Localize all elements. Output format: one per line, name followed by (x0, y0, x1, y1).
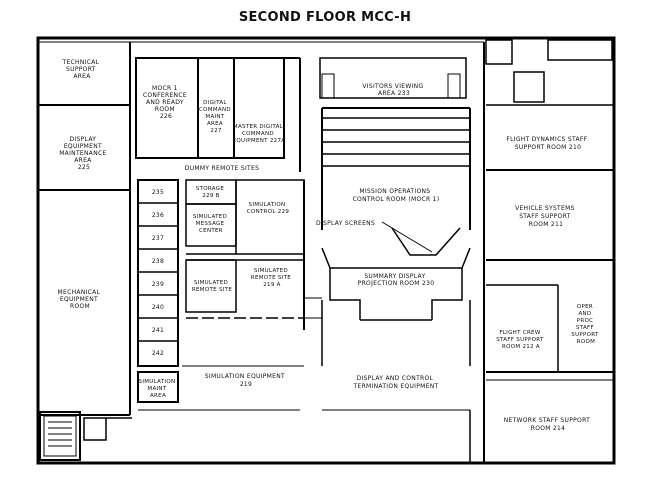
label-mocr1-conference: MOCR 1 CONFERENCE AND READY ROOM 226 (143, 85, 189, 120)
outer-walls (36, 36, 616, 465)
label-simulation-maint: SIMULATION MAINT AREA (139, 379, 178, 399)
label-display-maintenance: DISPLAY EQUIPMENT MAINTENANCE AREA 225 (59, 136, 109, 171)
label-room-241: 241 (152, 327, 164, 334)
small-rooms-walls (137, 179, 179, 367)
right-wing-walls (483, 39, 614, 463)
left-wing-walls (38, 42, 131, 416)
label-simulated-message-center: SIMULATED MESSAGE CENTER (193, 214, 229, 234)
floor-plan-title: SECOND FLOOR MCC-H (238, 10, 412, 25)
label-master-digital-command: MASTER DIGITAL COMMAND EQUIPMENT 227A (233, 124, 286, 144)
label-visitors-viewing: VISITORS VIEWING AREA 233 (362, 83, 425, 97)
label-summary-display: SUMMARY DISPLAY PROJECTION ROOM 230 (358, 273, 435, 287)
label-oper-proc-staff: OPER AND PROC STAFF SUPPORT ROOM (571, 304, 600, 345)
label-simulated-remote-site: SIMULATED REMOTE SITE (192, 280, 232, 293)
label-vehicle-systems: VEHICLE SYSTEMS STAFF SUPPORT ROOM 211 (515, 205, 577, 228)
sim-control-walls (182, 179, 305, 367)
label-flight-dynamics: FLIGHT DYNAMICS STAFF SUPPORT ROOM 210 (506, 136, 589, 151)
label-room-242: 242 (152, 350, 164, 357)
conference-block-walls (135, 57, 301, 172)
label-flight-crew: FLIGHT CREW STAFF SUPPORT ROOM 212 A (496, 330, 545, 350)
label-display-control: DISPLAY AND CONTROL TERMINATION EQUIPMEN… (353, 375, 439, 390)
label-room-240: 240 (152, 304, 164, 311)
label-storage: STORAGE 229 B (196, 186, 226, 199)
mocr-walls (319, 57, 471, 230)
label-room-236: 236 (152, 212, 164, 219)
summary-display-walls (304, 227, 471, 463)
label-simulation-control: SIMULATION CONTROL 229 (247, 202, 290, 215)
label-network-staff: NETWORK STAFF SUPPORT ROOM 214 (504, 417, 593, 432)
label-simulation-equipment: SIMULATION EQUIPMENT 219 (205, 373, 287, 388)
small-room-numbers: 235 236 237 238 239 240 241 242 (152, 189, 164, 357)
sim-maint-walls (137, 371, 300, 411)
stairwell-lower-left (39, 411, 132, 461)
label-room-237: 237 (152, 235, 164, 242)
label-room-239: 239 (152, 281, 164, 288)
label-room-238: 238 (152, 258, 164, 265)
label-digital-command-maint: DIGITAL COMMAND MAINT AREA 227 (199, 100, 233, 134)
label-technical-support: TECHNICAL SUPPORT AREA (62, 59, 102, 80)
label-dummy-remote-sites: DUMMY REMOTE SITES (185, 165, 259, 172)
label-mission-operations: MISSION OPERATIONS CONTROL ROOM (MOCR 1) (353, 188, 440, 203)
label-display-screens: DISPLAY SCREENS (316, 220, 375, 227)
label-simulated-remote-219a: SIMULATED REMOTE SITE 219 A (251, 268, 293, 288)
label-room-235: 235 (152, 189, 164, 196)
label-mechanical-equipment: MECHANICAL EQUIPMENT ROOM (58, 289, 103, 310)
display-screens-pointer (381, 221, 433, 253)
